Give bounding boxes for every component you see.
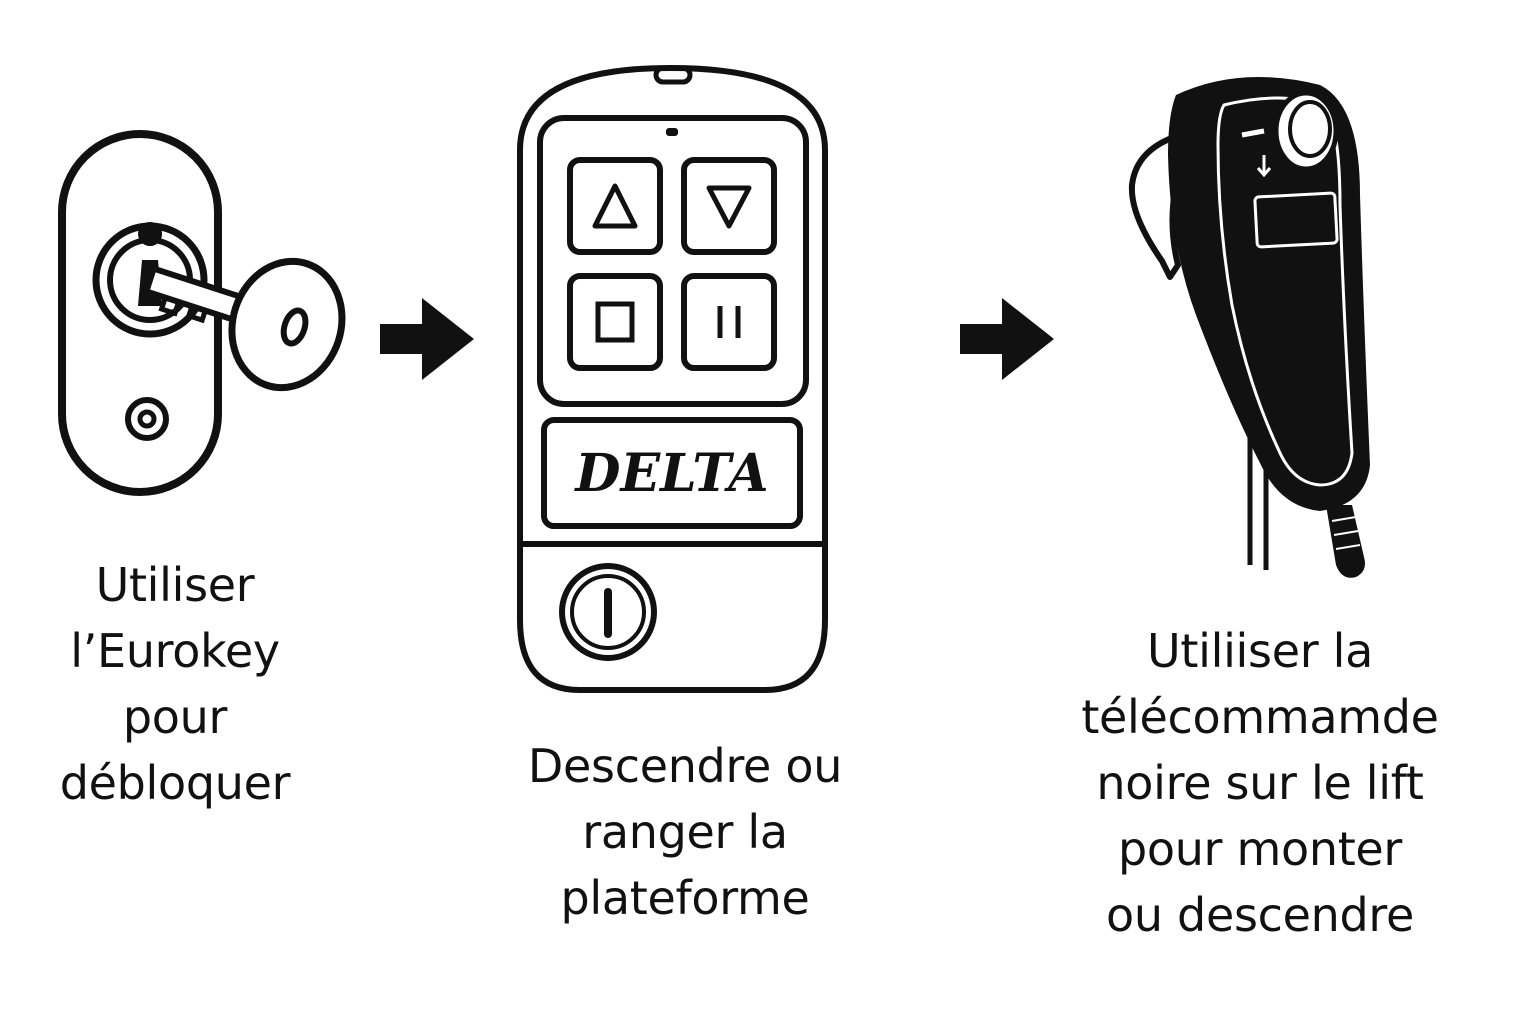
up-button[interactable]	[567, 157, 663, 255]
down-button[interactable]	[681, 157, 777, 255]
caption-line: plateforme	[560, 871, 810, 925]
key-icon	[143, 257, 346, 392]
caption-line: Utiliser	[95, 558, 255, 612]
remote-button-panel	[537, 115, 809, 407]
caption-line: télécommamde	[1081, 690, 1439, 744]
lock-screw-outer	[125, 397, 169, 441]
caption-line: ranger la	[582, 805, 788, 859]
right-arrow-icon	[380, 298, 474, 380]
stop-button[interactable]	[567, 273, 663, 371]
square-icon	[595, 301, 635, 343]
caption-line: l’Eurokey	[70, 624, 280, 678]
pause-icon	[717, 306, 741, 338]
brand-plate	[541, 417, 803, 529]
triangle-down-icon	[706, 185, 752, 229]
brand-label: DELTA	[573, 443, 768, 504]
pendant-remote-illustration	[1128, 77, 1370, 578]
pendant-body	[1168, 77, 1370, 511]
step-1-caption: Utiliser l’Eurokey pour débloquer	[20, 552, 330, 816]
caption-line: débloquer	[59, 756, 291, 810]
power-button[interactable]	[559, 563, 657, 661]
caption-line: pour	[122, 690, 228, 744]
triangle-up-icon	[592, 183, 638, 229]
caption-line: Descendre ou	[527, 739, 843, 793]
delta-remote-illustration: DELTA	[517, 64, 828, 693]
remote-hanger-slot	[653, 65, 693, 85]
arrow-down-icon	[1256, 155, 1272, 178]
lock-screw-inner	[137, 409, 157, 429]
pause-button[interactable]	[681, 273, 777, 371]
caption-line: Utiliiser la	[1147, 624, 1373, 678]
remote-body	[517, 64, 828, 693]
step-2-caption: Descendre ou ranger la plateforme	[490, 733, 880, 931]
status-led-icon	[666, 128, 678, 136]
caption-line: noire sur le lift	[1096, 756, 1424, 810]
pendant-cable-grip	[1326, 505, 1365, 578]
eurokey-lock-illustration	[58, 130, 346, 496]
right-arrow-icon	[960, 298, 1054, 380]
pendant-mark	[1241, 128, 1265, 138]
step-3-caption: Utiliiser la télécommamde noire sur le l…	[1040, 618, 1480, 948]
pendant-clip	[1128, 132, 1183, 280]
caption-line: pour monter	[1117, 822, 1403, 876]
caption-line: ou descendre	[1106, 888, 1414, 942]
pendant-display	[1253, 191, 1339, 249]
pendant-knob[interactable]	[1273, 90, 1339, 172]
